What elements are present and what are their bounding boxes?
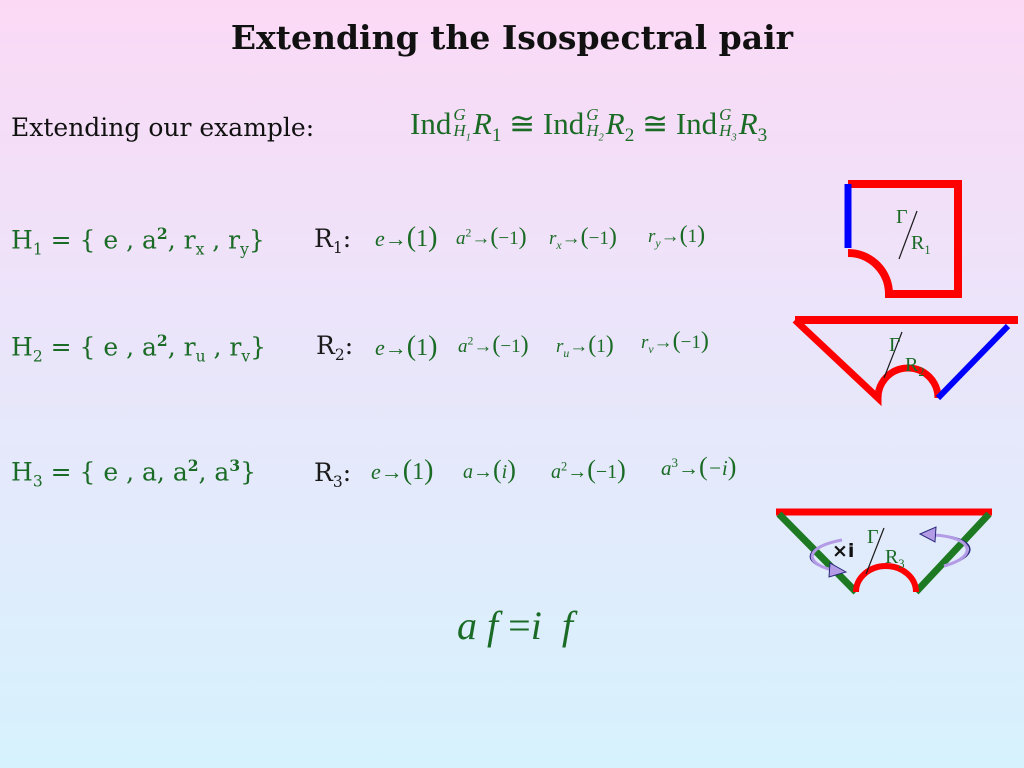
domain-shape-3 xyxy=(776,508,992,595)
rep-map-r1-ry: ry→(1) xyxy=(648,222,706,250)
rep-map-r3-a: a→(i) xyxy=(463,455,516,484)
domain-shape-1 xyxy=(844,180,962,298)
rep-map-r2-a2: a2→(−1) xyxy=(458,332,529,358)
rep-map-r3-a2: a2→(−1) xyxy=(551,455,626,484)
rep-map-r2-e: e→(1) xyxy=(375,331,438,362)
subgroup-h1: H1 = { e , a2, rx , ry} xyxy=(11,224,265,259)
domain-shape-2 xyxy=(792,316,1018,407)
shape2-r-label: R2 xyxy=(905,354,925,379)
slide-title: Extending the Isospectral pair xyxy=(230,18,794,57)
rep-label-r3: R3: xyxy=(314,458,352,491)
eigen-relation-formula: a f =i f xyxy=(457,603,573,648)
shape1-gamma: Γ xyxy=(896,206,908,228)
rep-map-r3-a3: a3→(−i) xyxy=(661,452,737,481)
rep-map-r2-ru: ru→(1) xyxy=(556,332,614,360)
intro-label: Extending our example: xyxy=(11,113,315,142)
subgroup-h2: H2 = { e , a2, ru , rv} xyxy=(11,331,267,366)
rep-map-r1-e: e→(1) xyxy=(375,222,438,253)
subgroup-h3: H3 = { e , a, a2, a3} xyxy=(11,456,257,491)
rep-map-r1-a2: a2→(−1) xyxy=(456,224,527,250)
shape2-gamma: Γ xyxy=(889,334,901,356)
rotation-multiplier-label: ×i xyxy=(832,540,855,562)
rep-map-r2-rv: rv→(−1) xyxy=(641,328,709,356)
shape1-r-label: R1 xyxy=(911,232,931,257)
rep-label-r2: R2: xyxy=(316,331,354,364)
shape3-r-label: R3 xyxy=(885,546,905,571)
shape3-gamma: Γ xyxy=(867,526,879,548)
rep-label-r1: R1: xyxy=(314,224,352,257)
rep-map-r1-rx: rx→(−1) xyxy=(549,224,617,252)
rep-map-r3-e: e→(1) xyxy=(371,455,434,486)
